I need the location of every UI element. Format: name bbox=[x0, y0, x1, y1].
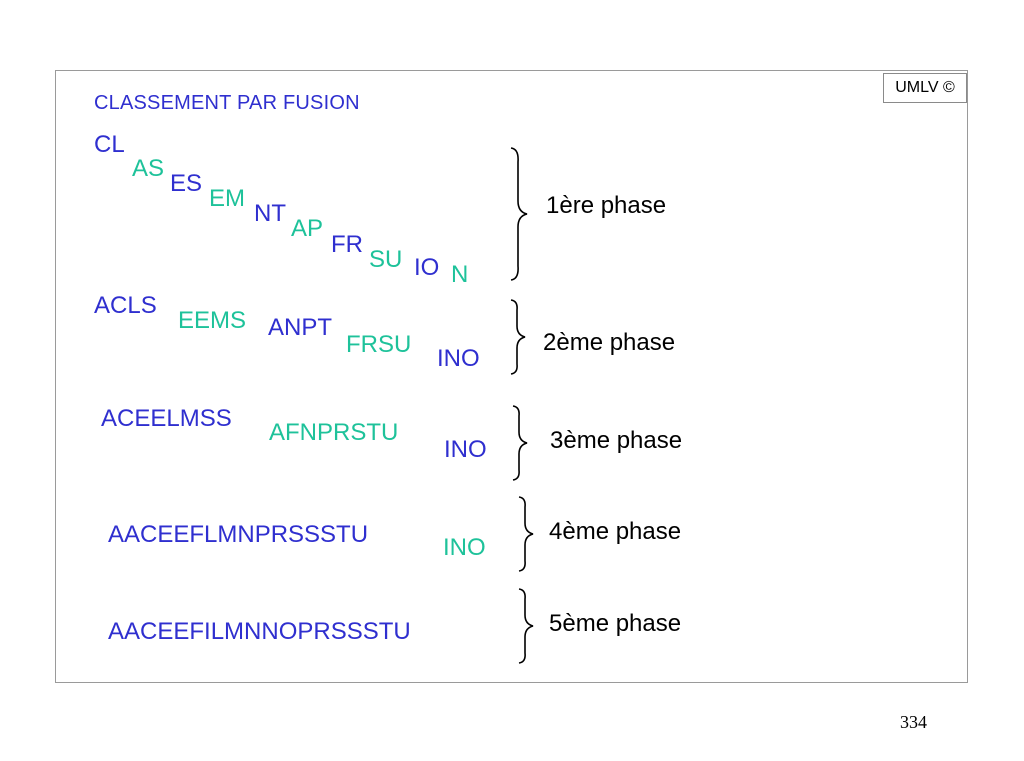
slide-title: CLASSEMENT PAR FUSION bbox=[94, 92, 360, 114]
phase-label: 3ème phase bbox=[550, 427, 683, 454]
run-token: EM bbox=[209, 185, 245, 212]
phase-label: 2ème phase bbox=[543, 329, 676, 356]
curly-brace-icon bbox=[518, 496, 534, 572]
phase-label: 4ème phase bbox=[549, 518, 682, 545]
slide-frame bbox=[55, 70, 968, 683]
run-token: NT bbox=[254, 200, 286, 227]
curly-brace-icon bbox=[510, 147, 528, 281]
run-token: INO bbox=[443, 534, 486, 561]
run-token: INO bbox=[444, 436, 487, 463]
run-token: ANPT bbox=[268, 314, 333, 341]
curly-brace-icon bbox=[510, 299, 526, 375]
run-token: AACEEFLMNPRSSSTU bbox=[108, 521, 369, 548]
run-token: AP bbox=[291, 215, 324, 242]
phase-label: 1ère phase bbox=[546, 192, 667, 219]
run-token: ES bbox=[170, 170, 203, 197]
run-token: FR bbox=[331, 231, 363, 258]
run-token: SU bbox=[369, 246, 403, 273]
run-token: ACEELMSS bbox=[101, 405, 232, 432]
run-token: INO bbox=[437, 345, 480, 372]
run-token: N bbox=[451, 261, 469, 288]
page-number: 334 bbox=[900, 712, 927, 732]
copyright-badge: UMLV © bbox=[883, 73, 967, 103]
run-token: CL bbox=[94, 131, 125, 158]
curly-brace-icon bbox=[512, 405, 528, 481]
run-token: AFNPRSTU bbox=[269, 419, 399, 446]
run-token: IO bbox=[414, 254, 440, 281]
run-token: ACLS bbox=[94, 292, 157, 319]
run-token: FRSU bbox=[346, 331, 412, 358]
run-token: AACEEFILMNNOPRSSSTU bbox=[108, 618, 411, 645]
run-token: AS bbox=[132, 155, 165, 182]
curly-brace-icon bbox=[518, 588, 534, 664]
run-token: EEMS bbox=[178, 307, 247, 334]
phase-label: 5ème phase bbox=[549, 610, 682, 637]
